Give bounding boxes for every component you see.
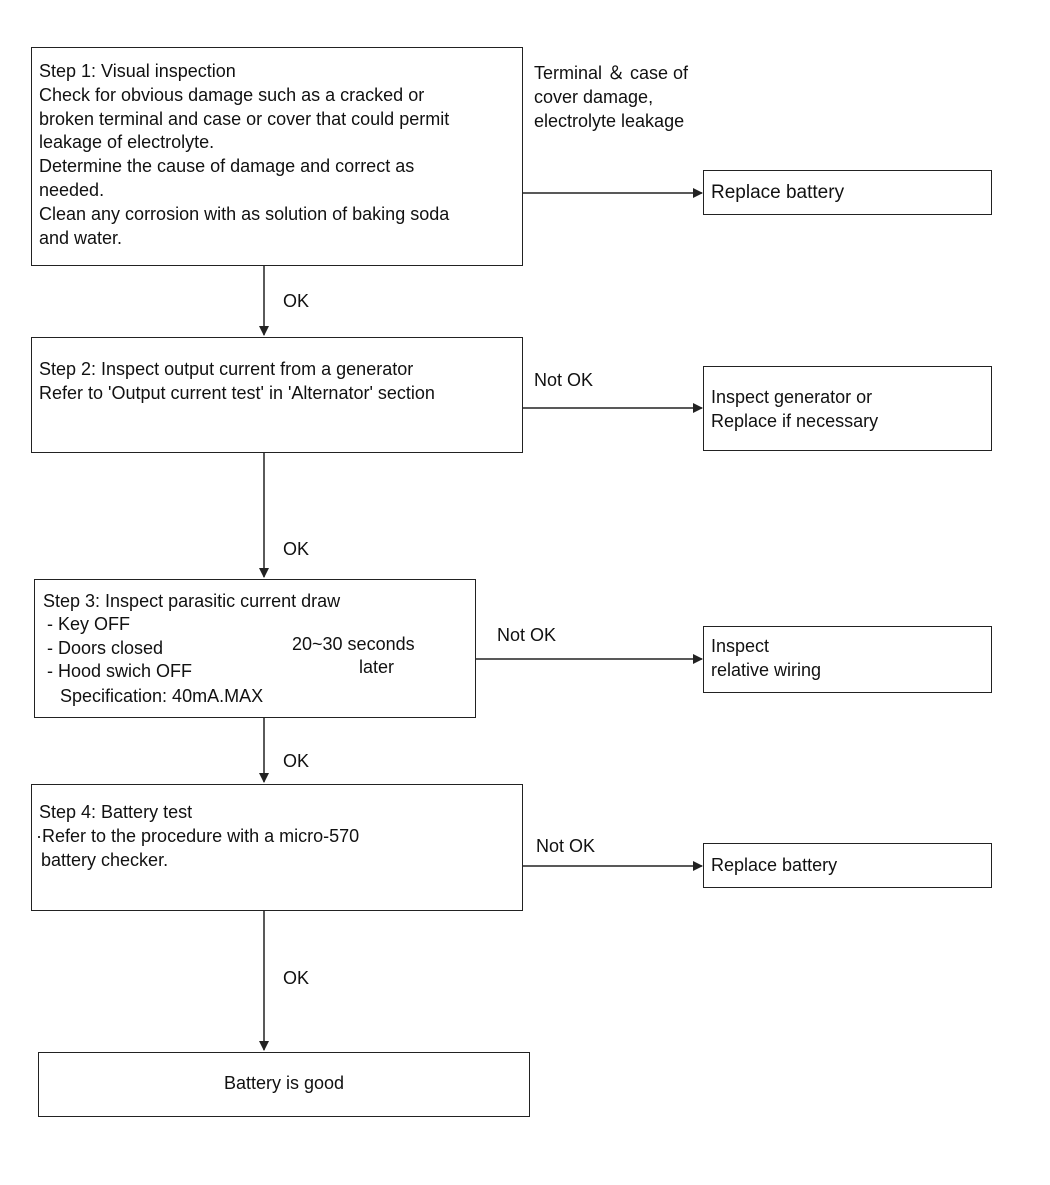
step1-line-2: Check for obvious damage such as a crack…: [39, 85, 425, 105]
step1-result-label: Replace battery: [711, 182, 845, 203]
step3-title: Step 3: Inspect parasitic current draw: [43, 591, 341, 611]
step3-spec: Specification: 40mA.MAX: [60, 686, 264, 706]
step1-result-box: [703, 170, 992, 215]
step3-box: [34, 579, 476, 718]
final-box: [38, 1052, 530, 1117]
step3-item-doors: - Doors closed: [47, 638, 164, 658]
step3-item-key: - Key OFF: [47, 614, 131, 634]
step2-line-1: Step 2: Inspect output current from a ge…: [39, 359, 414, 379]
step3-condition: Not OK: [497, 625, 557, 645]
step3-ok-label: OK: [283, 751, 310, 771]
final-label: Battery is good: [223, 1073, 345, 1093]
step1-condition-line-1: Terminal ＆ case of: [534, 63, 689, 83]
step3-result-box: [703, 626, 992, 693]
step3-result-line-2: relative wiring: [711, 660, 822, 680]
step1-line-4: leakage of electrolyte.: [39, 132, 215, 152]
step4-result-box: [703, 843, 992, 888]
step3-wait-line-1: 20~30 seconds: [292, 634, 415, 654]
step1-line-1: Step 1: Visual inspection: [39, 61, 236, 81]
step1-box: [31, 47, 523, 266]
step1-ok-label: OK: [283, 291, 310, 311]
step3-result-line-1: Inspect: [711, 636, 770, 656]
step3-item-hood: - Hood swich OFF: [47, 661, 193, 681]
step4-line-1: Step 4: Battery test: [39, 802, 193, 822]
step3-wait-line-2: later: [359, 657, 395, 677]
step1-condition-line-2: cover damage,: [534, 87, 654, 107]
step2-result-line-2: Replace if necessary: [711, 411, 879, 431]
step4-ok-label: OK: [283, 968, 310, 988]
step4-condition: Not OK: [536, 836, 596, 856]
step2-line-2: Refer to 'Output current test' in 'Alter…: [39, 383, 435, 403]
step4-box: [31, 784, 523, 911]
step4-line-3: battery checker.: [36, 850, 169, 870]
step2-result-box: [703, 366, 992, 451]
step2-ok-label: OK: [283, 539, 310, 559]
step1-line-7: Clean any corrosion with as solution of …: [39, 204, 450, 224]
step1-line-8: and water.: [39, 228, 123, 248]
step2-condition: Not OK: [534, 370, 594, 390]
step2-box: [31, 337, 523, 453]
step1-line-6: needed.: [39, 180, 105, 200]
step2-result-line-1: Inspect generator or: [711, 387, 873, 407]
step1-condition-line-3: electrolyte leakage: [534, 111, 685, 131]
step4-result-label: Replace battery: [711, 855, 838, 875]
step4-line-2: ·Refer to the procedure with a micro-570: [36, 826, 360, 846]
step1-line-5: Determine the cause of damage and correc…: [39, 156, 415, 176]
step1-line-3: broken terminal and case or cover that c…: [39, 109, 450, 129]
